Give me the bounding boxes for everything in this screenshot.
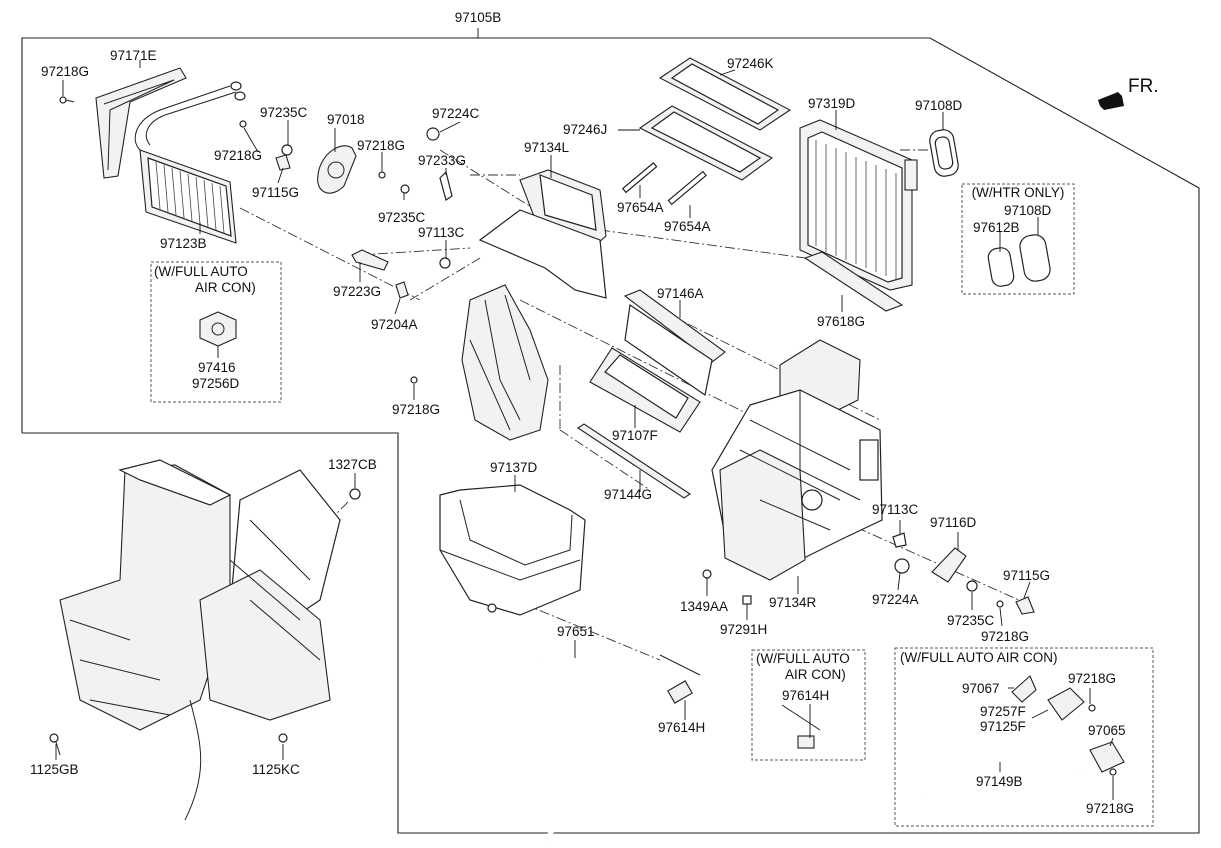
callout-97116D: 97116D	[930, 515, 977, 530]
callout-97115G: 97115G	[1003, 568, 1050, 583]
full-auto-left-line2: AIR CON)	[195, 280, 256, 295]
front-indicator: FR.	[1128, 76, 1159, 97]
seal-97618G	[803, 251, 904, 312]
callout-97257F: 97257F	[980, 704, 1026, 719]
callout-97416: 97416	[198, 360, 236, 375]
heater-cover-97171E	[95, 67, 187, 179]
callout-97134L: 97134L	[524, 140, 570, 155]
leader-lines	[55, 60, 1114, 800]
full-auto-option-box-mid	[751, 649, 866, 761]
callout-97246J: 97246J	[563, 122, 607, 137]
callout-97614H: 97614H	[658, 720, 705, 735]
actuator-parts-right	[892, 532, 1035, 615]
callout-97125F: 97125F	[980, 719, 1026, 734]
callout-97137D: 97137D	[490, 460, 538, 475]
callout-97218G: 97218G	[1086, 801, 1134, 816]
callout-97171E: 97171E	[110, 48, 157, 63]
callout-97612B: 97612B	[973, 220, 1020, 235]
assembly-frame	[21, 37, 1200, 834]
callout-1327CB: 1327CB	[328, 457, 377, 472]
sensor-97614H	[659, 654, 701, 704]
callout-97218G: 97218G	[981, 629, 1029, 644]
callout-97246K: 97246K	[727, 56, 774, 71]
assembled-hvac-unit	[49, 459, 361, 821]
evaporator-core-97319D	[799, 119, 918, 291]
callout-97218G: 97218G	[1068, 671, 1116, 686]
callout-97256D: 97256D	[192, 376, 240, 391]
callout-97113C: 97113C	[872, 502, 919, 517]
front-arrow-icon	[1098, 92, 1124, 110]
callout-97218G: 97218G	[357, 138, 405, 153]
htr-only-option-box	[961, 183, 1075, 295]
callout-1125GB: 1125GB	[30, 762, 79, 777]
callout-97224C: 97224C	[432, 106, 480, 121]
actuator-parts-option-right	[919, 675, 1125, 797]
callout-97107F: 97107F	[612, 428, 658, 443]
callout-97018: 97018	[327, 112, 365, 127]
callout-97319D: 97319D	[808, 96, 856, 111]
callout-97115G: 97115G	[252, 185, 299, 200]
callout-97233G: 97233G	[418, 153, 466, 168]
lower-case-97137D	[439, 484, 586, 616]
callout-97149B: 97149B	[976, 774, 1023, 789]
right-case-97134R	[702, 339, 883, 605]
full-auto-mid-line1: (W/FULL AUTO	[756, 651, 850, 666]
callout-97224A: 97224A	[872, 592, 919, 607]
callout-97618G: 97618G	[817, 314, 865, 329]
full-auto-mid-line2: AIR CON)	[785, 667, 846, 682]
door-97146A	[623, 289, 726, 397]
callout-97108D: 97108D	[1004, 203, 1052, 218]
callout-97204A: 97204A	[371, 317, 418, 332]
callout-97123B: 97123B	[160, 236, 207, 251]
callout-97134R: 97134R	[769, 595, 817, 610]
callout-97291H: 97291H	[720, 622, 767, 637]
callout-97654A: 97654A	[617, 200, 664, 215]
callout-97654A: 97654A	[664, 219, 711, 234]
heater-core-97123B	[134, 81, 246, 244]
sensor-97614H-option	[781, 704, 821, 749]
full-auto-right-label: (W/FULL AUTO AIR CON)	[900, 650, 1058, 665]
callout-1125KC: 1125KC	[252, 762, 300, 777]
callout-97113C: 97113C	[418, 225, 465, 240]
callout-97235C: 97235C	[378, 210, 426, 225]
callout-1349AA: 1349AA	[680, 599, 728, 614]
callout-97144G: 97144G	[604, 487, 652, 502]
air-filter-97246K	[658, 57, 792, 131]
actuator-parts-left	[239, 120, 357, 194]
screw-icon	[59, 96, 75, 104]
callout-97218G: 97218G	[392, 402, 440, 417]
callout-97146A: 97146A	[657, 286, 704, 301]
callout-97235C: 97235C	[947, 613, 995, 628]
seal-97144G	[577, 423, 691, 499]
callout-97223G: 97223G	[333, 284, 381, 299]
callout-97651: 97651	[557, 624, 595, 639]
actuator-97416	[199, 311, 237, 347]
callout-97218G: 97218G	[41, 64, 89, 79]
full-auto-option-box-right	[894, 647, 1154, 827]
left-case-97134L	[351, 127, 607, 441]
full-auto-option-box-left	[150, 261, 282, 403]
callout-97108D: 97108D	[915, 98, 963, 113]
filter-rods-97654A	[621, 162, 707, 206]
callout-97235C: 97235C	[260, 105, 308, 120]
air-filter-97246J	[638, 105, 774, 181]
assembly-number: 97105B	[455, 10, 502, 25]
htr-only-label: (W/HTR ONLY)	[972, 185, 1065, 200]
callout-97614H: 97614H	[782, 688, 829, 703]
callout-97067: 97067	[962, 681, 1000, 696]
drain-hose-97651	[536, 654, 631, 841]
full-auto-left-line1: (W/FULL AUTO	[154, 264, 248, 279]
seal-97108D	[929, 129, 959, 177]
door-97107F	[589, 347, 701, 433]
seals-htr-only	[987, 234, 1051, 287]
callout-97218G: 97218G	[214, 148, 262, 163]
callout-97065: 97065	[1088, 723, 1126, 738]
